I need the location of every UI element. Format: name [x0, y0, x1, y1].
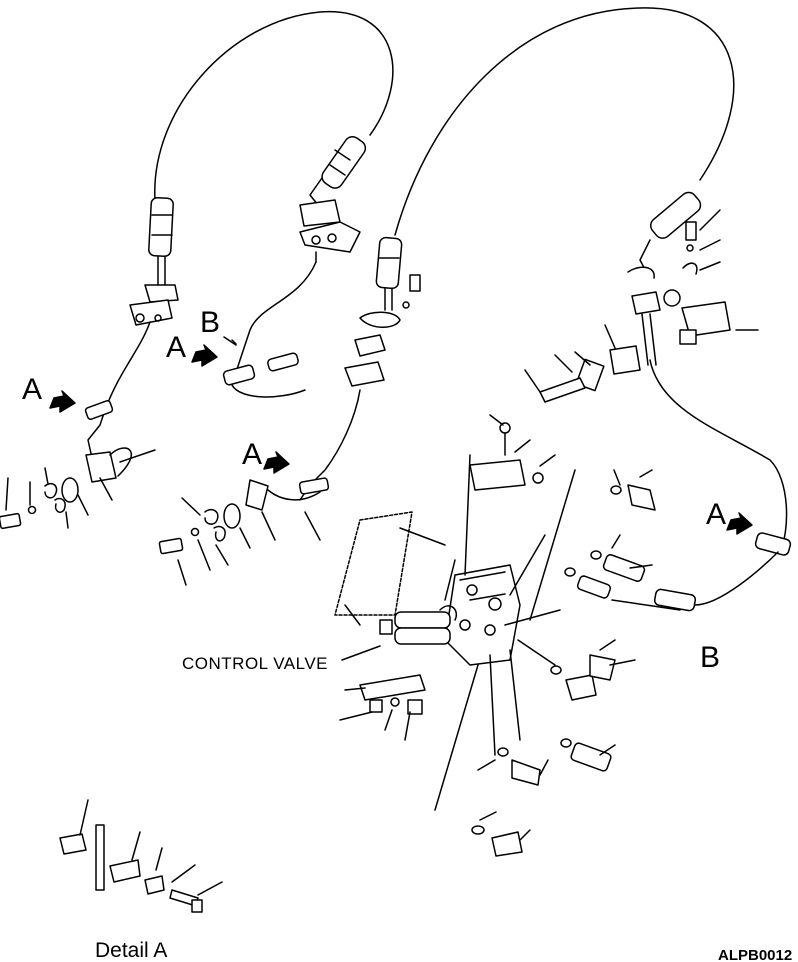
- label-b-right: B: [700, 641, 721, 674]
- label-a-left: A: [22, 373, 43, 406]
- valve-fittings-right: [471, 469, 779, 857]
- parts-row-center: [158, 497, 321, 586]
- bracket-plate: [334, 511, 413, 616]
- label-b-center: B: [200, 306, 221, 339]
- lever-middle: [344, 236, 421, 387]
- pipe-center: [231, 261, 317, 398]
- arrow-a-left: [49, 390, 76, 413]
- drawing-code: ALPB0012: [718, 947, 793, 962]
- control-valve-body: [379, 564, 521, 666]
- arrow-a-lower: [263, 451, 290, 474]
- label-a-lower: A: [242, 438, 263, 471]
- fitting-right-bracket: [524, 324, 641, 403]
- pipe-middle: [299, 389, 361, 501]
- label-detail-a: Detail A: [95, 939, 168, 962]
- lever-center: [299, 135, 367, 263]
- pipe-left: [87, 321, 151, 459]
- valve-lower-bracket: [339, 674, 426, 741]
- hose-right-loop: [394, 7, 735, 236]
- arrow-a-center: [191, 344, 218, 367]
- lever-right: [627, 191, 759, 366]
- fitting-center-b: [222, 336, 299, 386]
- control-valve-leader: [341, 645, 381, 661]
- label-a-right: A: [706, 498, 727, 531]
- valve-top-bracket: [469, 414, 556, 491]
- label-a-center: A: [166, 331, 187, 364]
- pipe-right: [649, 359, 788, 553]
- fitting-left: [84, 400, 132, 483]
- fitting-middle: [245, 477, 330, 511]
- lever-left: [129, 197, 179, 326]
- label-control-valve: CONTROL VALVE: [182, 654, 328, 673]
- detail-a-drawing: [59, 799, 223, 913]
- fitting-right-a: [754, 532, 792, 556]
- arrow-a-right: [726, 512, 753, 535]
- parts-row-left: [0, 449, 156, 530]
- hose-left-loop: [154, 11, 394, 201]
